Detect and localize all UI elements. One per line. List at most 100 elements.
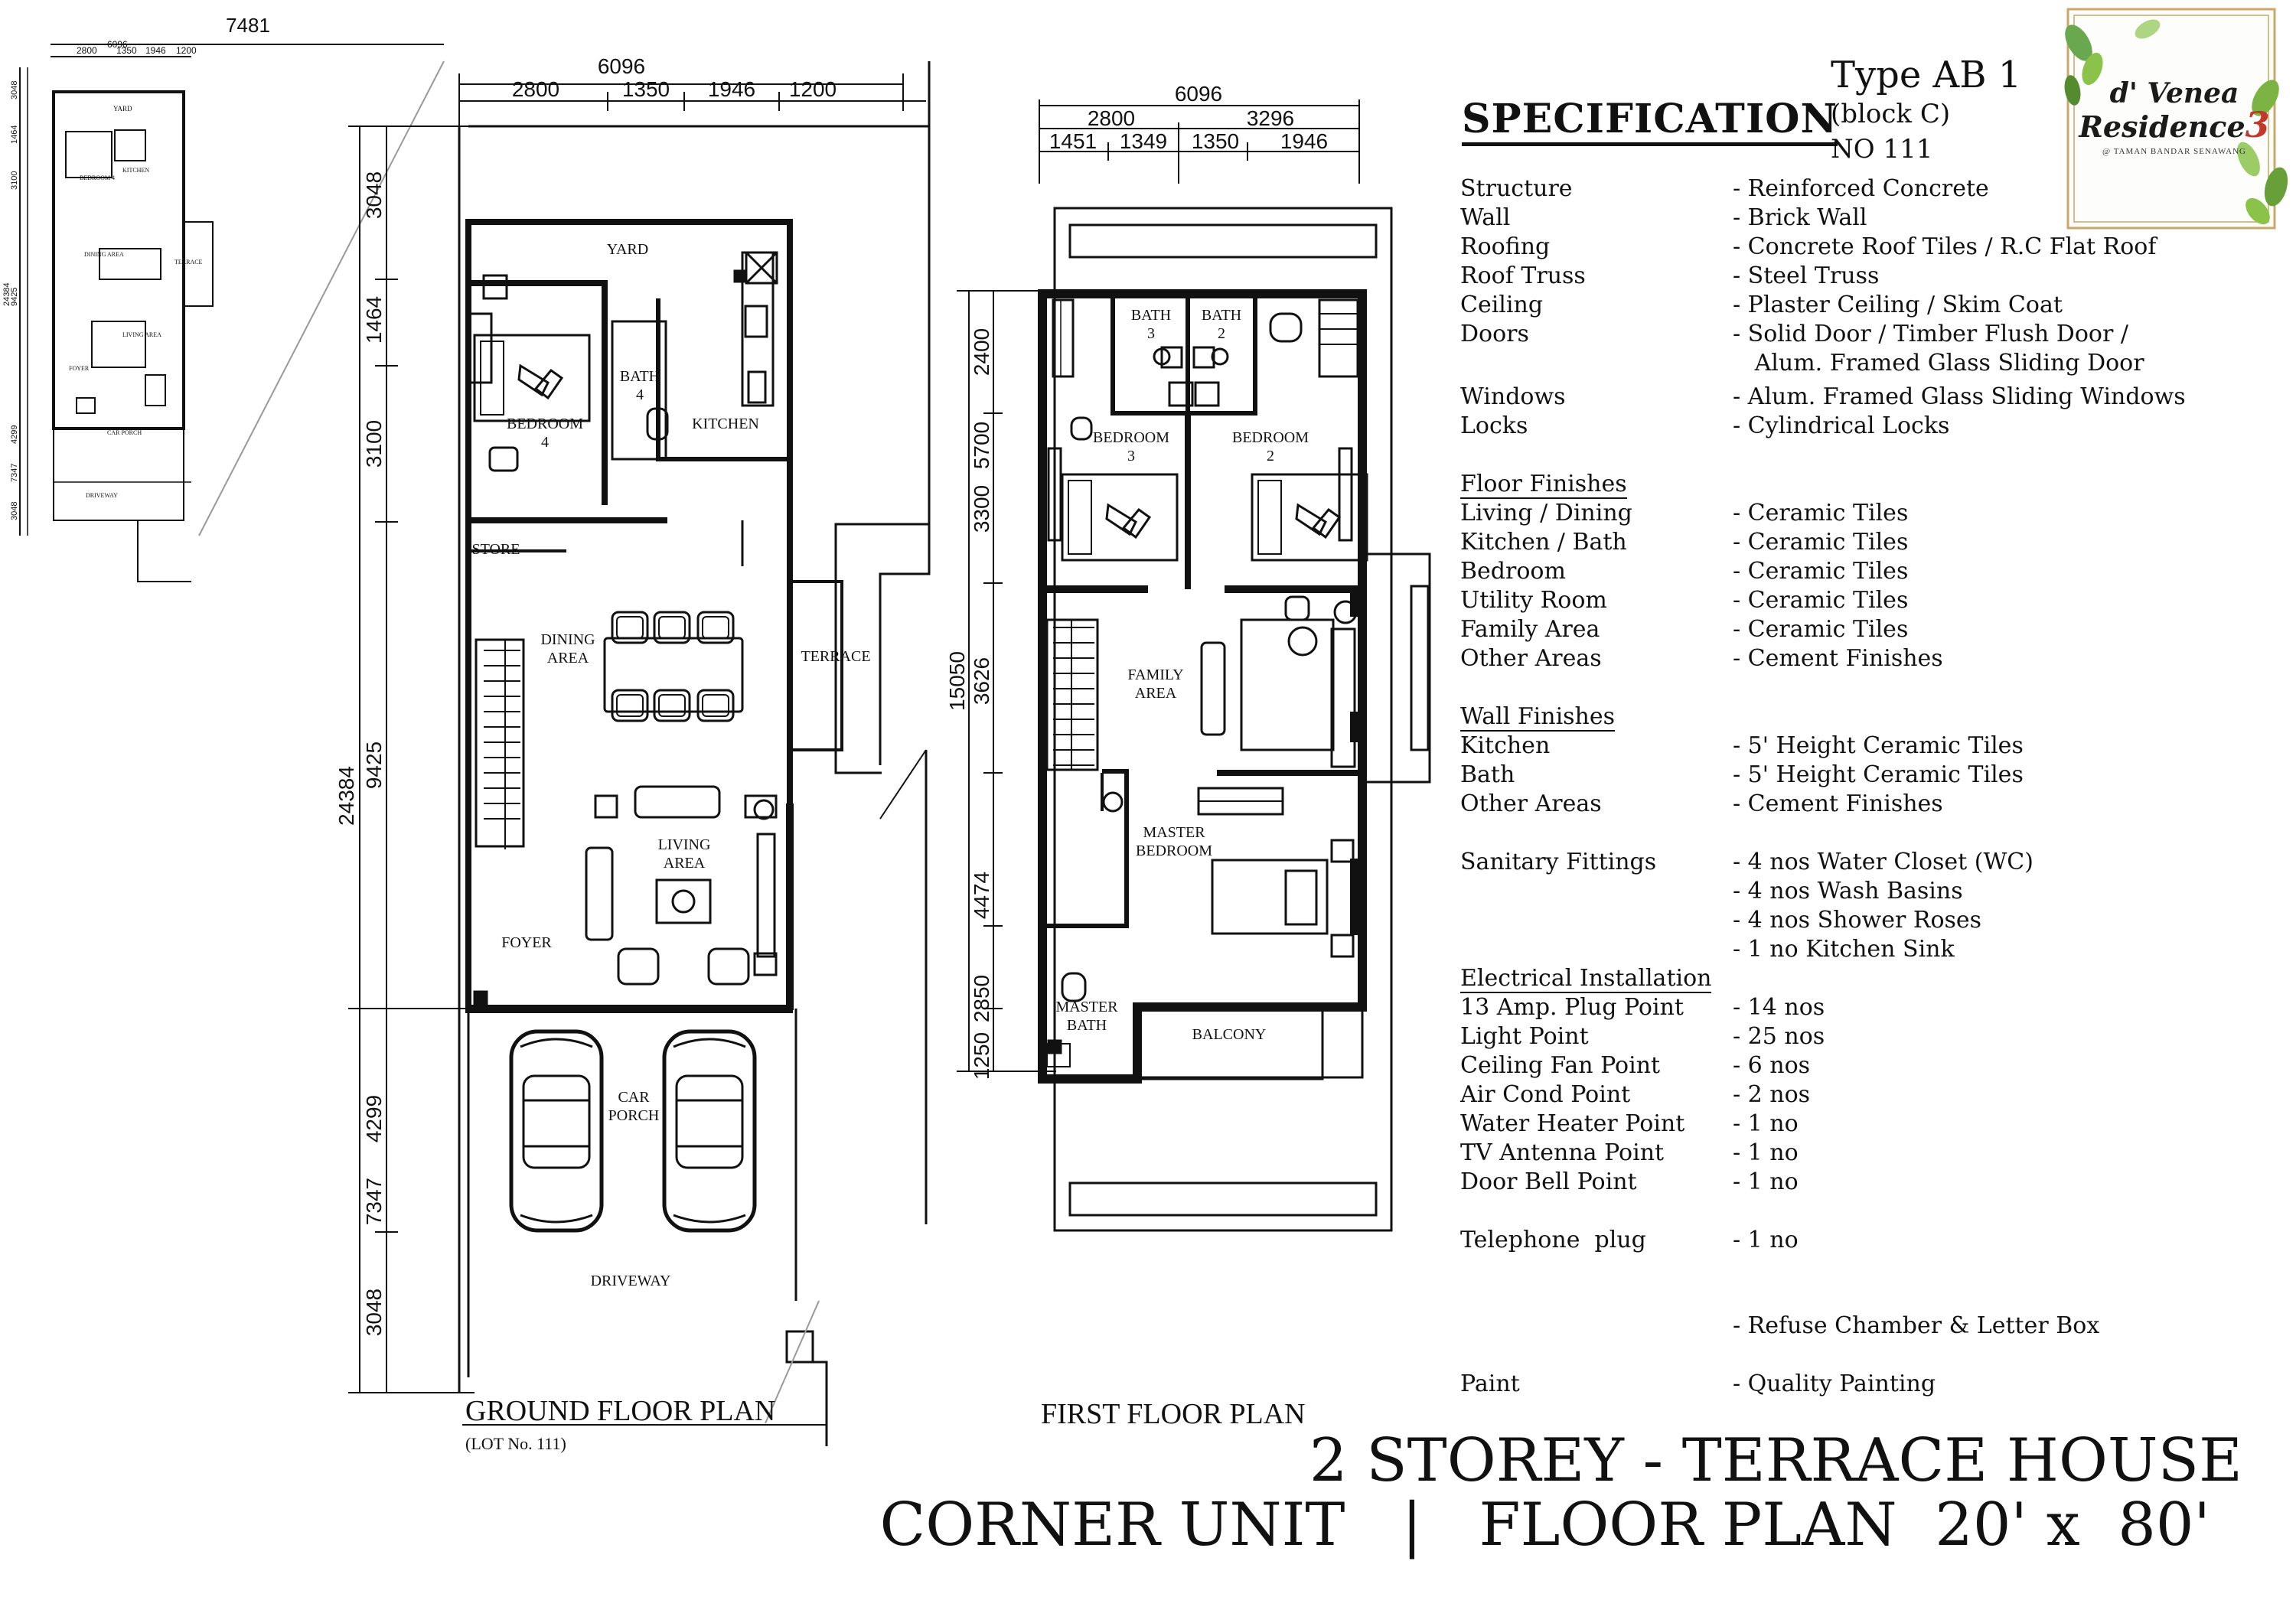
spec-section-floor-finishes: Floor Finishes xyxy=(1460,471,1627,499)
key-plan-dim: 1200 xyxy=(176,45,197,56)
key-plan-room: FOYER xyxy=(69,365,90,372)
room-label-bath-3-number: 3 xyxy=(1147,325,1155,342)
first-floor-title: FIRST FLOOR PLAN xyxy=(1041,1398,1306,1430)
key-plan-dim: 1464 xyxy=(10,125,19,144)
ground-floor-lot: (LOT No. 111) xyxy=(465,1434,566,1453)
key-plan-room: DRIVEWAY xyxy=(86,492,118,499)
spec-row: TV Antenna Point- 1 no xyxy=(1460,1139,1799,1166)
room-label-dining-area: AREA xyxy=(547,650,589,666)
key-plan-dim: 1946 xyxy=(145,45,166,56)
ground-floor-title: GROUND FLOOR PLAN xyxy=(465,1395,775,1427)
key-plan-dim: 3048 xyxy=(10,502,19,520)
room-label-bedroom-3-number: 3 xyxy=(1127,448,1135,464)
ff-dim-segment: 1350 xyxy=(1192,129,1239,153)
spec-row: Light Point- 25 nos xyxy=(1460,1023,1825,1050)
ff-dim-segment: 1451 xyxy=(1049,129,1097,153)
ff-dim-segment: 3626 xyxy=(970,657,993,705)
spec-row: - 4 nos Wash Basins xyxy=(1733,878,1963,904)
key-plan-room: CAR PORCH xyxy=(107,429,142,436)
gf-dim-segment: 1200 xyxy=(789,77,837,101)
room-label-master-bedroom-2: BEDROOM xyxy=(1136,842,1212,859)
room-label-bath-4-number: 4 xyxy=(636,386,644,403)
room-label-bedroom-2: BEDROOM xyxy=(1232,429,1309,446)
room-label-car: CAR xyxy=(618,1089,650,1106)
spec-row: 13 Amp. Plug Point- 14 nos xyxy=(1460,994,1825,1021)
key-plan xyxy=(19,44,445,582)
room-label-master-bedroom: MASTER xyxy=(1143,824,1205,841)
room-label-bedroom-2-number: 2 xyxy=(1267,448,1274,464)
spec-row: - 4 nos Shower Roses xyxy=(1733,907,1982,934)
spec-row: Locks- Cylindrical Locks xyxy=(1460,412,1950,439)
room-label-bedroom-4: BEDROOM xyxy=(507,416,583,432)
ff-dim-segment: 3300 xyxy=(970,485,993,533)
spec-row: Ceiling Fan Point- 6 nos xyxy=(1460,1052,1811,1079)
spec-section-wall-finishes: Wall Finishes xyxy=(1460,703,1616,732)
key-plan-overall-dim: 7481 xyxy=(226,14,270,37)
spec-row: - 1 no Kitchen Sink xyxy=(1733,936,1955,963)
ff-depth-dim: 15050 xyxy=(945,651,969,711)
room-label-bedroom-3: BEDROOM xyxy=(1093,429,1169,446)
ff-dim-segment: 1946 xyxy=(1280,129,1328,153)
spec-row: Sanitary Fittings- 4 nos Water Closet (W… xyxy=(1460,849,2033,875)
leaf-decoration-icon xyxy=(2064,8,2288,230)
spec-row: Other Areas- Cement Finishes xyxy=(1460,645,1943,672)
spec-row: - Refuse Chamber & Letter Box xyxy=(1733,1312,2100,1339)
spec-row: Water Heater Point- 1 no xyxy=(1460,1110,1799,1137)
room-label-driveway: DRIVEWAY xyxy=(591,1273,671,1289)
ff-width-dim: 6096 xyxy=(1175,82,1222,106)
spec-row: Bath- 5' Height Ceramic Tiles xyxy=(1460,761,2024,788)
ff-dim-left: 2800 xyxy=(1088,106,1135,130)
room-label-bath-4: BATH xyxy=(620,368,660,385)
gf-dim-segment: 1946 xyxy=(708,77,755,101)
spec-row: Kitchen / Bath- Ceramic Tiles xyxy=(1460,529,1909,556)
gf-width-dim: 6096 xyxy=(598,54,645,78)
room-label-bedroom-4-number: 4 xyxy=(541,434,549,451)
spec-row: Door Bell Point- 1 no xyxy=(1460,1168,1799,1195)
spec-row: Air Cond Point- 2 nos xyxy=(1460,1081,1811,1108)
ff-dim-segment: 5700 xyxy=(970,422,993,469)
spec-row: Roof Truss- Steel Truss xyxy=(1460,262,1880,289)
first-floor-fixtures xyxy=(1045,298,1368,1067)
ground-floor-dimensions xyxy=(348,73,930,1393)
logo-line-2: Residence3 xyxy=(2057,107,2291,143)
room-label-master-bath: MASTER xyxy=(1055,999,1118,1015)
room-label-balcony: BALCONY xyxy=(1192,1026,1267,1043)
room-label-dining: DINING xyxy=(540,631,595,648)
gf-dim-segment: 2800 xyxy=(512,77,559,101)
key-plan-room: TERRACE xyxy=(174,259,203,266)
gf-dim-segment: 3100 xyxy=(362,420,386,468)
gf-dim-segment: 3048 xyxy=(362,171,386,219)
ff-dim-segment: 1250 xyxy=(970,1032,993,1080)
gf-dim-segment: 1350 xyxy=(622,77,670,101)
unit-block: (block C) xyxy=(1831,99,1951,129)
room-label-foyer: FOYER xyxy=(501,934,552,951)
specification-list: Structure- Reinforced Concrete Wall- Bri… xyxy=(1460,174,2272,1399)
key-plan-dim: 1350 xyxy=(116,45,137,56)
car-icon xyxy=(664,1031,755,1230)
unit-type-title: Type AB 1 xyxy=(1831,54,2022,96)
spec-row: Wall- Brick Wall xyxy=(1460,204,1867,231)
ground-floor-walls xyxy=(458,61,931,1446)
spec-row: Other Areas- Cement Finishes xyxy=(1460,790,1943,817)
room-label-porch: PORCH xyxy=(608,1107,660,1124)
gf-dim-segment: 1464 xyxy=(362,296,386,344)
specification-heading: SPECIFICATION xyxy=(1462,98,1838,146)
floor-plan-size-title: CORNER UNIT | FLOOR PLAN 20' x 80' xyxy=(879,1491,2210,1559)
spec-row: Paint- Quality Painting xyxy=(1460,1370,1936,1397)
spec-row: Structure- Reinforced Concrete xyxy=(1460,175,1989,202)
key-plan-room: YARD xyxy=(113,105,132,112)
room-label-family-area: AREA xyxy=(1135,685,1177,702)
key-plan-dim: 24384 xyxy=(2,282,11,306)
ff-dim-segment: 2850 xyxy=(970,975,993,1022)
car-icon xyxy=(511,1031,602,1230)
spec-row: Telephone plug- 1 no xyxy=(1460,1227,1799,1253)
developer-logo: d' Venea Residence3 @ TAMAN BANDAR SENAW… xyxy=(2057,6,2291,236)
spec-row: Roofing- Concrete Roof Tiles / R.C Flat … xyxy=(1460,233,2157,260)
gf-dim-segment: 3048 xyxy=(362,1289,386,1336)
key-plan-dim: 4299 xyxy=(10,425,19,444)
room-label-store: STORE xyxy=(472,541,520,558)
key-plan-dim: 9425 xyxy=(10,288,19,306)
spec-row: Family Area- Ceramic Tiles xyxy=(1460,616,1909,643)
gf-depth-dim: 24384 xyxy=(334,766,358,826)
ff-dim-segment: 1349 xyxy=(1120,129,1167,153)
